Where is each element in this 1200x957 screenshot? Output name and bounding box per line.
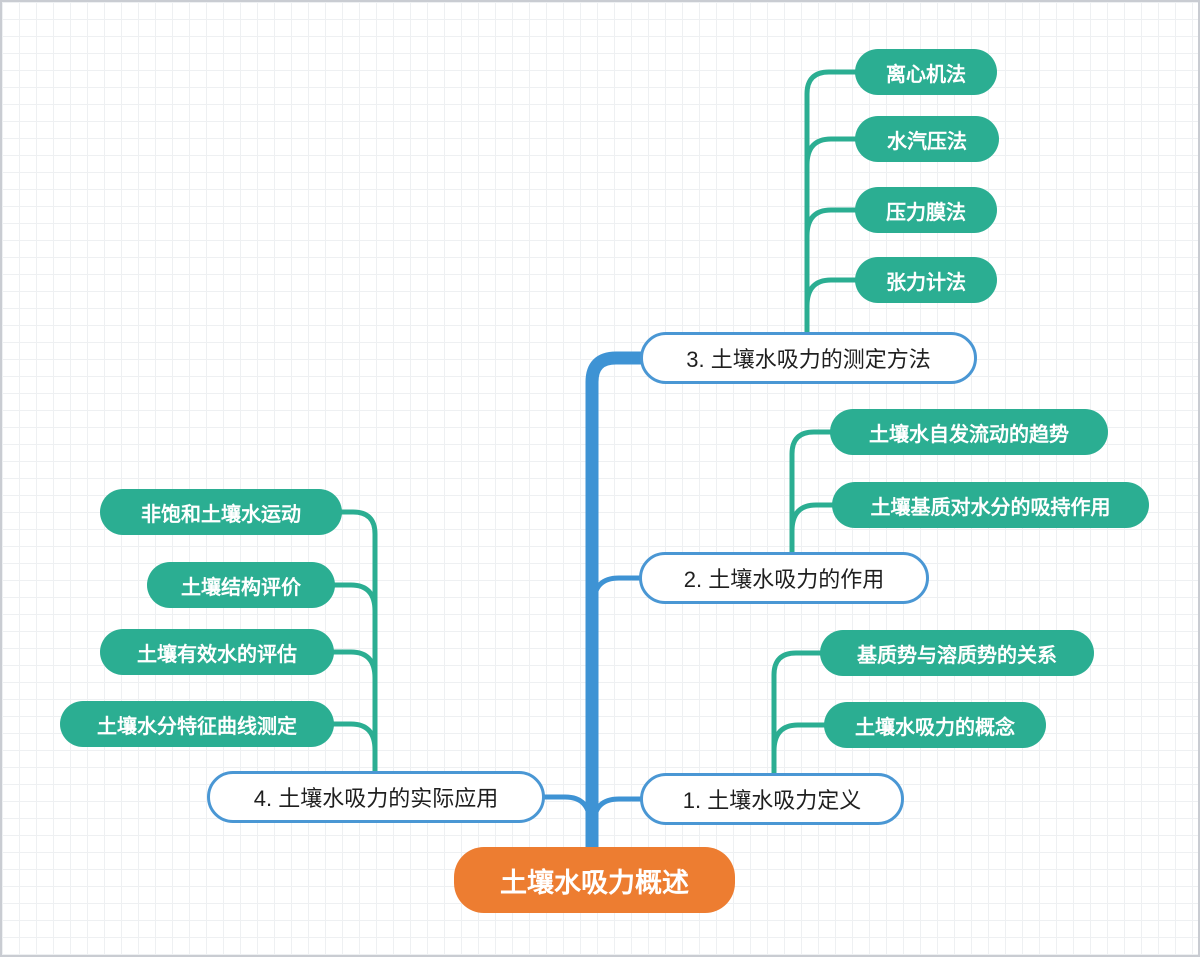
leaf-node-b1-1[interactable]: 土壤水吸力的概念 [824, 702, 1046, 748]
leaf-node-b3-3[interactable]: 张力计法 [855, 257, 997, 303]
leaf-node-b4-2[interactable]: 土壤有效水的评估 [100, 629, 334, 675]
branch-node-3[interactable]: 3. 土壤水吸力的测定方法 [640, 332, 977, 384]
leaf-node-b1-0[interactable]: 基质势与溶质势的关系 [820, 630, 1094, 676]
b2-leaf-link-0 [789, 429, 836, 557]
b4-leaf-link-3 [328, 721, 378, 753]
leaf-connectors [328, 69, 861, 779]
b1-leaf-link-0 [771, 650, 826, 779]
b4-leaf-link-1 [329, 582, 378, 614]
b4-leaf-link-0 [336, 509, 378, 776]
b2-leaf-link-1 [789, 502, 838, 534]
branch4-link [542, 794, 593, 827]
leaf-node-b2-1[interactable]: 土壤基质对水分的吸持作用 [832, 482, 1149, 528]
leaf-node-b3-2[interactable]: 压力膜法 [855, 187, 997, 233]
b3-leaf-link-3 [804, 277, 861, 309]
leaf-node-b4-0[interactable]: 非饱和土壤水运动 [100, 489, 342, 535]
b3-leaf-link-0 [804, 69, 861, 337]
branch-node-1[interactable]: 1. 土壤水吸力定义 [640, 773, 904, 825]
leaf-node-b4-3[interactable]: 土壤水分特征曲线测定 [60, 701, 334, 747]
b4-leaf-link-2 [328, 649, 378, 681]
root-node[interactable]: 土壤水吸力概述 [454, 847, 735, 913]
leaf-node-b3-1[interactable]: 水汽压法 [855, 116, 999, 162]
leaf-node-b4-1[interactable]: 土壤结构评价 [147, 562, 335, 608]
trunk-connectors [542, 351, 649, 861]
branch-node-2[interactable]: 2. 土壤水吸力的作用 [639, 552, 929, 604]
leaf-node-b3-0[interactable]: 离心机法 [855, 49, 997, 95]
b3-leaf-link-2 [804, 207, 861, 239]
branch-node-4[interactable]: 4. 土壤水吸力的实际应用 [207, 771, 545, 823]
branch2-link [591, 575, 645, 606]
trunk-line [585, 351, 649, 861]
branch1-link [591, 796, 646, 827]
b1-leaf-link-1 [771, 722, 830, 754]
b3-leaf-link-1 [804, 136, 861, 168]
leaf-node-b2-0[interactable]: 土壤水自发流动的趋势 [830, 409, 1108, 455]
